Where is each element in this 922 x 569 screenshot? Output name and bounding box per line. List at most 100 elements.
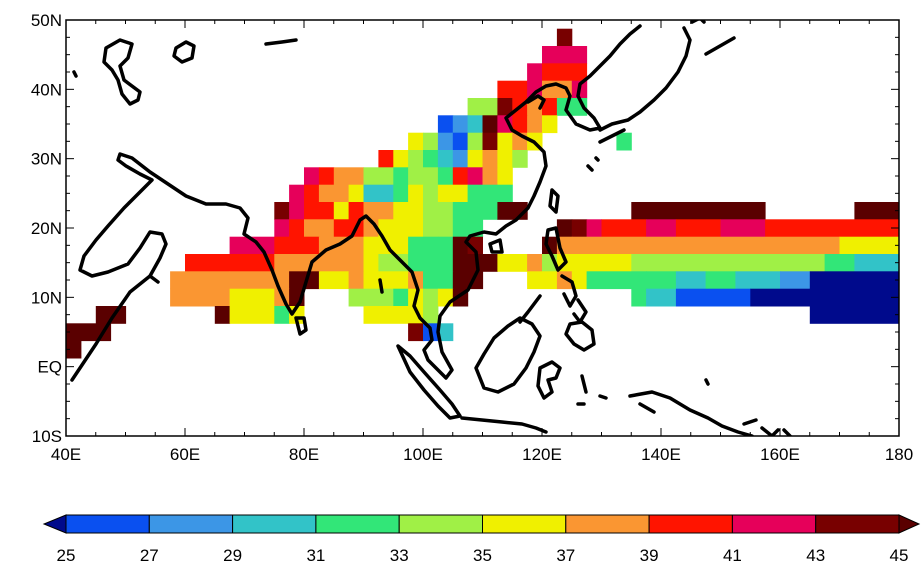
heatmap-cell bbox=[542, 98, 558, 116]
heatmap-cell bbox=[408, 167, 439, 186]
heatmap-cell bbox=[318, 167, 335, 186]
heatmap-cell bbox=[556, 219, 573, 238]
coast-kamchatka bbox=[704, 36, 736, 56]
heatmap-cell bbox=[452, 132, 469, 151]
heatmap-cell bbox=[705, 271, 736, 290]
heatmap-cell bbox=[527, 271, 558, 290]
heatmap-cell bbox=[333, 167, 365, 186]
heatmap-cell bbox=[348, 288, 394, 307]
heatmap-cell bbox=[437, 288, 454, 307]
colorbar-label: 27 bbox=[140, 546, 159, 565]
heatmap-cell bbox=[437, 150, 454, 168]
lat-tick-label: 20N bbox=[31, 219, 62, 238]
heatmap-cell bbox=[437, 115, 454, 134]
coast-balkhash bbox=[264, 38, 298, 46]
heatmap-cell bbox=[170, 271, 231, 290]
lon-tick-label: 80E bbox=[289, 445, 319, 464]
heatmap-cell bbox=[705, 202, 766, 220]
heatmap-cell bbox=[482, 115, 498, 134]
heatmap-cell bbox=[408, 323, 424, 342]
heatmap-cell bbox=[556, 254, 632, 272]
heatmap-cell bbox=[675, 271, 707, 290]
lon-tick-label: 180 bbox=[885, 445, 913, 464]
colorbar-box bbox=[731, 514, 817, 534]
heatmap-cell bbox=[289, 236, 320, 255]
colorbar-label: 29 bbox=[223, 546, 242, 565]
heatmap-cell bbox=[542, 46, 588, 64]
colorbar-box bbox=[148, 514, 234, 534]
colorbar-box bbox=[398, 514, 484, 534]
heatmap-cell bbox=[601, 219, 647, 238]
coast-andaman bbox=[378, 278, 384, 294]
heatmap-cell bbox=[408, 254, 439, 272]
coast-sumatra bbox=[396, 344, 462, 420]
colorbar-box bbox=[565, 514, 650, 534]
heatmap-cell bbox=[408, 132, 424, 151]
colorbar-label: 39 bbox=[640, 546, 659, 565]
lon-tick-label: 40E bbox=[51, 445, 81, 464]
colorbar-box bbox=[815, 514, 900, 534]
heatmap-cell bbox=[571, 236, 841, 255]
coast-java bbox=[460, 416, 548, 434]
heatmap-cell bbox=[616, 132, 632, 151]
heatmap-cell bbox=[869, 254, 899, 272]
heatmap-cell bbox=[765, 219, 899, 238]
heatmap-cell bbox=[512, 150, 528, 168]
heatmap-cell bbox=[274, 236, 290, 255]
colorbar-label: 43 bbox=[806, 546, 825, 565]
lat-tick-label: 40N bbox=[31, 80, 62, 99]
colorbar-box bbox=[315, 514, 400, 534]
colorbar-label: 37 bbox=[556, 546, 575, 565]
heatmap-cell bbox=[289, 184, 305, 203]
heatmap-cell bbox=[467, 150, 483, 168]
coast-mindanao bbox=[564, 320, 596, 352]
heatmap-cell bbox=[631, 254, 811, 272]
heatmap-cell bbox=[482, 167, 498, 186]
lat-tick-label: 30N bbox=[31, 150, 62, 169]
heatmap-cell bbox=[497, 132, 513, 151]
colorbar-label: 41 bbox=[723, 546, 742, 565]
coast-hainan bbox=[488, 238, 504, 254]
coast-small-lake bbox=[72, 70, 78, 78]
heatmap-cell bbox=[363, 202, 394, 220]
heatmap-cell bbox=[809, 271, 899, 290]
heatmap-cell bbox=[467, 115, 483, 134]
heatmap-cell bbox=[378, 219, 424, 238]
coast-newguinea bbox=[628, 390, 754, 436]
heatmap-cell bbox=[363, 254, 379, 272]
coast-sulawesi bbox=[536, 360, 562, 400]
coast-ryukyu bbox=[586, 156, 600, 172]
heatmap-cell bbox=[854, 254, 870, 272]
heatmap-cell bbox=[408, 236, 439, 255]
heatmap-cell bbox=[452, 167, 469, 186]
heatmap-cell bbox=[720, 219, 766, 238]
heatmap-cell bbox=[854, 202, 899, 220]
heatmap-cell bbox=[646, 219, 677, 238]
heatmap-cell bbox=[512, 115, 528, 134]
heatmap-cell bbox=[467, 236, 483, 255]
coast-aral bbox=[172, 40, 196, 64]
heatmap-cell bbox=[393, 150, 409, 168]
heatmap-cell bbox=[497, 80, 528, 99]
heatmap-cell bbox=[274, 254, 305, 272]
heatmap-cell bbox=[423, 202, 454, 220]
heatmap-cell bbox=[467, 167, 483, 186]
coast-maldives bbox=[148, 274, 160, 284]
heatmap-cell bbox=[274, 202, 290, 220]
heatmap-cell bbox=[452, 115, 469, 134]
heatmap-cell bbox=[423, 150, 439, 168]
lon-tick-label: 160E bbox=[760, 445, 800, 464]
heatmap-cell bbox=[423, 132, 439, 151]
heatmap-cell bbox=[423, 219, 454, 238]
heatmap-cell bbox=[333, 202, 350, 220]
heatmap-cell bbox=[735, 271, 781, 290]
heatmap-cell bbox=[229, 271, 275, 290]
heatmap-cell bbox=[542, 63, 588, 82]
colorbar-box bbox=[65, 514, 150, 534]
heatmap-cell bbox=[423, 288, 439, 307]
lon-tick-label: 100E bbox=[403, 445, 443, 464]
heatmap-cell bbox=[437, 323, 454, 342]
coast-srilanka bbox=[294, 316, 308, 336]
